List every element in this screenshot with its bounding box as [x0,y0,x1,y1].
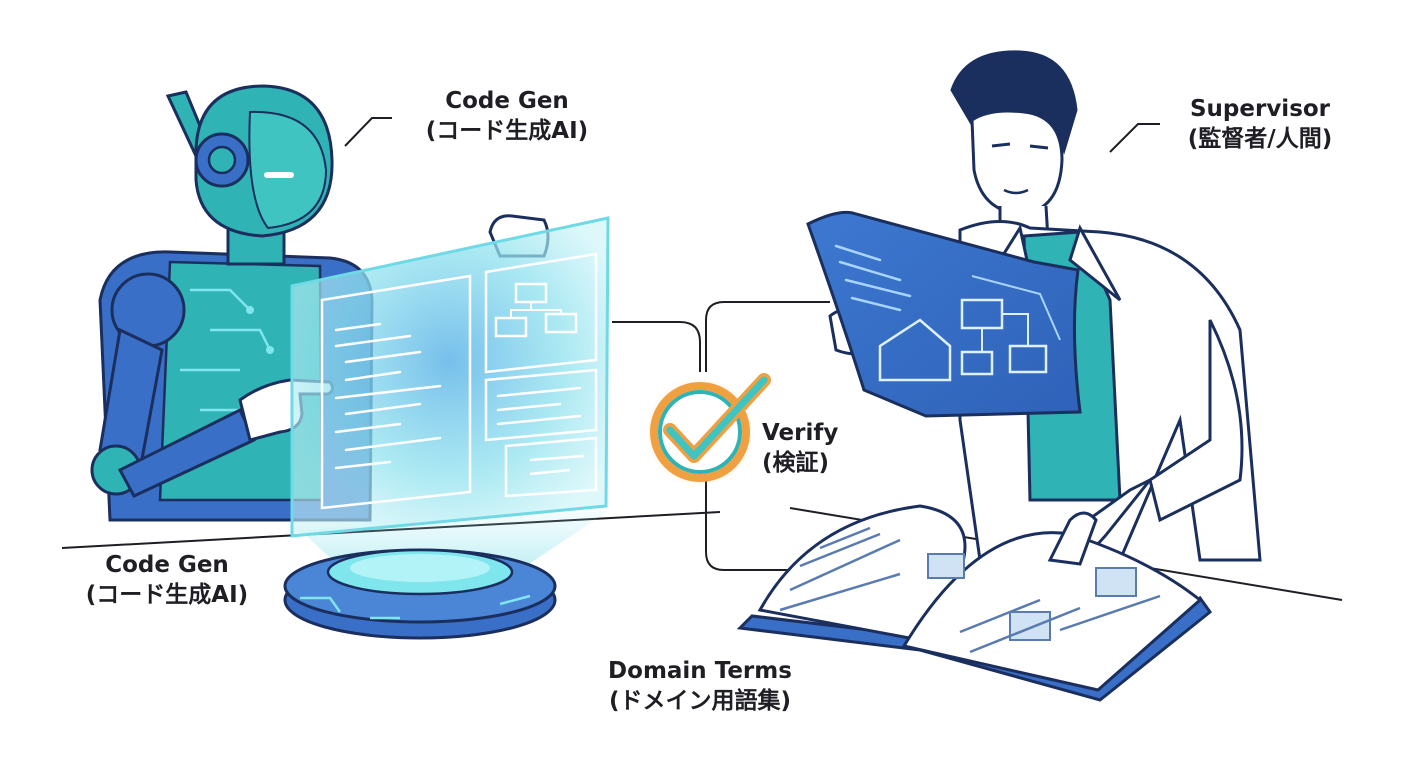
blueprint-icon [806,210,1082,418]
supervisor-label-title: Supervisor [1189,96,1331,122]
verify-label-title: Verify [762,420,839,446]
supervisor-label: Supervisor (監督者/人間) [1150,94,1370,154]
domain-terms-label: Domain Terms (ドメイン用語集) [560,656,840,716]
verify-label: Verify (検証) [762,418,872,478]
domain-terms-label-subtitle: (ドメイン用語集) [608,688,792,714]
verify-label-subtitle: (検証) [762,450,830,476]
domain-terms-label-title: Domain Terms [608,658,792,684]
codegen-label-bottom: Code Gen (コード生成AI) [52,550,282,610]
open-book-icon [736,504,1213,702]
connector-verify-book [705,480,860,571]
connector-verify-supervisor [705,301,830,372]
codegen-label-top: Code Gen (コード生成AI) [392,86,622,146]
supervisor-callout-line [1109,123,1160,153]
connector-ai-verify [612,321,701,372]
checkmark-icon [646,373,771,486]
codegen-label-bottom-subtitle: (コード生成AI) [85,582,249,608]
codegen-label-top-title: Code Gen [445,88,569,114]
codegen-label-top-subtitle: (コード生成AI) [425,118,589,144]
hologram-screen-icon [283,216,610,640]
supervisor-label-subtitle: (監督者/人間) [1187,126,1333,152]
codegen-label-bottom-title: Code Gen [105,552,229,578]
codegen-callout-line [344,117,392,147]
